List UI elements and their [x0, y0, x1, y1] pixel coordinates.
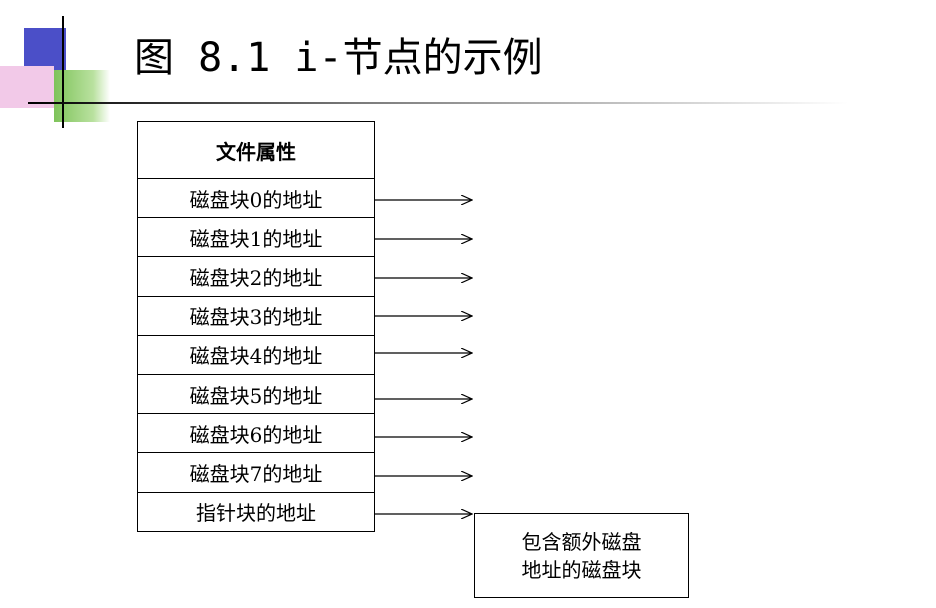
decor-vertical-line [62, 16, 64, 128]
inode-row-block-0: 磁盘块0的地址 [138, 178, 374, 217]
inode-row-block-4: 磁盘块4的地址 [138, 334, 374, 374]
inode-row-block-2: 磁盘块2的地址 [138, 256, 374, 295]
inode-row-pointer-block: 指针块的地址 [138, 491, 374, 531]
decor-blue-square [24, 28, 66, 70]
inode-row-block-6: 磁盘块6的地址 [138, 413, 374, 452]
indirect-block-line-2: 地址的磁盘块 [521, 557, 642, 582]
indirect-block-box: 包含额外磁盘 地址的磁盘块 [474, 513, 689, 598]
slide-title: 图 8.1 i-节点的示例 [134, 35, 543, 81]
inode-table: 文件属性 磁盘块0的地址 磁盘块1的地址 磁盘块2的地址 磁盘块3的地址 磁盘块… [137, 121, 375, 532]
decor-pink-square [0, 66, 54, 108]
inode-header-file-attributes: 文件属性 [216, 139, 296, 164]
inode-row-block-1: 磁盘块1的地址 [138, 217, 374, 256]
inode-row-block-7: 磁盘块7的地址 [138, 452, 374, 491]
title-underline [28, 102, 848, 104]
indirect-block-line-1: 包含额外磁盘 [521, 529, 642, 554]
inode-row-block-5: 磁盘块5的地址 [138, 373, 374, 413]
inode-row-block-3: 磁盘块3的地址 [138, 295, 374, 335]
